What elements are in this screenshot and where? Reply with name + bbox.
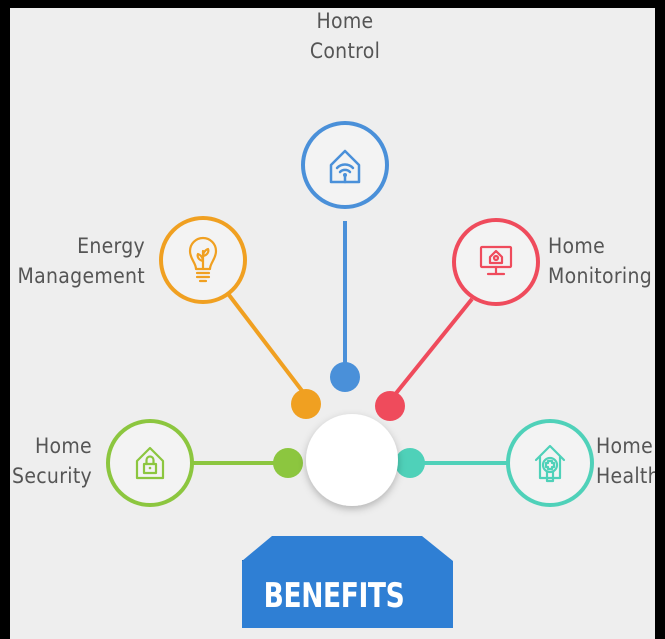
label-home-security-line-1: Home (34, 434, 92, 458)
dot-home-health (395, 448, 425, 478)
connector-line-energy-management (227, 293, 308, 398)
ring-home-health (506, 419, 594, 507)
label-energy-management-line-1: Energy (77, 234, 145, 258)
home-medical-icon (534, 444, 566, 483)
label-home-security: Home Security (12, 431, 92, 491)
connector-line-home-monitoring (391, 297, 474, 399)
center-circle (306, 414, 398, 506)
label-home-control: Home Control (310, 8, 380, 66)
dot-home-monitoring (375, 391, 405, 421)
monitor-home-icon (479, 245, 513, 276)
node-dots (273, 362, 425, 478)
label-energy-management-line-2: Management (17, 264, 145, 288)
benefits-banner (242, 536, 453, 628)
label-home-monitoring: Home Monitoring (548, 231, 652, 291)
label-home-monitoring-line-1: Home (548, 234, 606, 258)
label-home-health-line-1: Home (596, 434, 654, 458)
benefits-diagram-frame: Home Control Energy Management Home Moni… (10, 8, 655, 639)
connector-lines (188, 221, 508, 465)
label-home-security-line-2: Security (12, 464, 92, 488)
light-bulb-plant-icon (188, 236, 218, 283)
label-home-control-line-2: Control (309, 39, 381, 63)
label-energy-management: Energy Management (18, 231, 145, 291)
label-home-health: Home Health (596, 431, 655, 491)
home-lock-icon (135, 446, 165, 480)
dot-energy-management (291, 389, 321, 419)
label-home-control-line-1: Home (316, 9, 374, 33)
label-home-health-line-2: Health (596, 464, 655, 488)
dot-home-control (330, 362, 360, 392)
home-wifi-icon (329, 149, 361, 184)
dot-home-security (273, 448, 303, 478)
banner-ribbon (242, 536, 453, 628)
benefits-diagram (106, 121, 594, 628)
label-home-monitoring-line-2: Monitoring (548, 264, 653, 288)
banner-title: BENEFITS (263, 576, 405, 616)
